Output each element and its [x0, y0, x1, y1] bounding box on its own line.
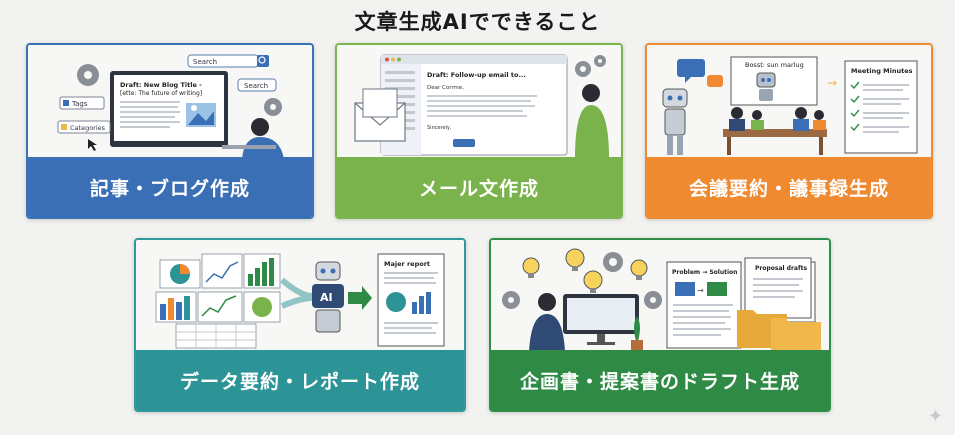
- card-proposal-draft[interactable]: Problem → Solution → Proposal drafts: [489, 238, 831, 412]
- email-signoff: Sincerely,: [427, 125, 452, 131]
- svg-text:→: →: [827, 76, 837, 90]
- card-email-writing[interactable]: Draft: Follow-up email to... Dear Corrme…: [335, 43, 623, 219]
- svg-text:→: →: [697, 286, 704, 295]
- tag-categories: Categories: [70, 124, 106, 132]
- proposal-title: Proposal drafts: [755, 265, 807, 272]
- proposal-illustration: Problem → Solution → Proposal drafts: [491, 240, 829, 352]
- card-data-report[interactable]: AI Majer report データ要約・レポート作成: [134, 238, 466, 412]
- gear-icon: [575, 55, 606, 77]
- minutes-title: Meeting Minutes: [851, 67, 913, 75]
- draft-subtitle: [ette: The future of writing]: [120, 90, 202, 97]
- card-label: データ要約・レポート作成: [136, 350, 464, 410]
- search-icon: [258, 56, 266, 64]
- checklist: [850, 81, 860, 132]
- email-greeting: Dear Corrme,: [427, 85, 464, 91]
- search-box-text: Search: [193, 58, 217, 66]
- gear-icon: [502, 252, 662, 309]
- board-title: Bosst: sun marlug: [745, 61, 804, 69]
- card-label: 会議要約・議事録生成: [647, 157, 931, 217]
- card-meeting-minutes[interactable]: Bosst: sun marlug →: [645, 43, 933, 219]
- sparkle-icon: ✦: [927, 406, 943, 427]
- card-blog-writing[interactable]: Search Search Draft: New Blog Title - [e…: [26, 43, 314, 219]
- gear-icon: [77, 64, 282, 116]
- card-label: メール文作成: [337, 157, 621, 217]
- problem-solution-label: Problem → Solution: [672, 269, 737, 276]
- draft-title: Draft: New Blog Title -: [120, 81, 202, 89]
- meeting-illustration: Bosst: sun marlug →: [647, 45, 931, 159]
- data-report-illustration: AI Majer report: [136, 240, 464, 352]
- arrow-right-icon: [348, 286, 372, 310]
- robot-icon: [662, 88, 688, 155]
- tag-tags: Tags: [71, 100, 88, 108]
- robot-icon: AI: [312, 261, 344, 333]
- blog-illustration: Search Search Draft: New Blog Title - [e…: [28, 45, 312, 159]
- cursor-icon: [88, 139, 97, 151]
- folder-icon: [737, 310, 821, 350]
- email-draft-subject: Draft: Follow-up email to...: [427, 71, 526, 79]
- email-illustration: Draft: Follow-up email to... Dear Corrme…: [337, 45, 621, 159]
- ai-label: AI: [320, 291, 333, 304]
- lightbulb-icon: [522, 248, 648, 293]
- envelope-icon: [354, 88, 406, 142]
- search-button-text: Search: [244, 82, 268, 90]
- card-label: 記事・ブログ作成: [28, 157, 312, 217]
- page-title: 文章生成AIでできること: [354, 10, 601, 34]
- report-title: Majer report: [384, 260, 430, 268]
- card-label: 企画書・提案書のドラフト生成: [491, 350, 829, 410]
